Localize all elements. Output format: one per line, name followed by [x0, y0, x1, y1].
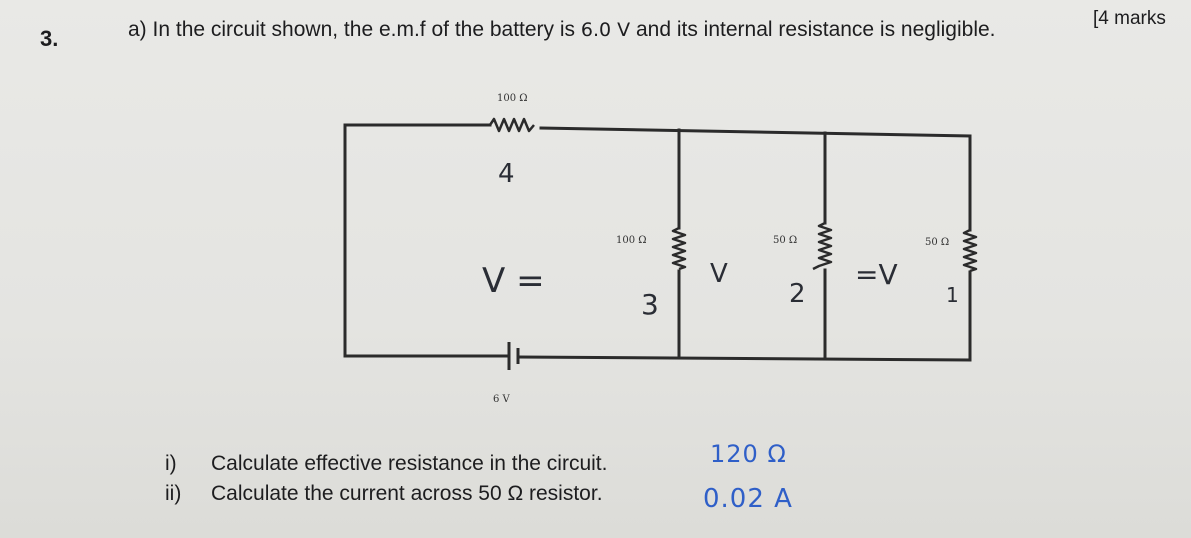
resistor-top [488, 117, 535, 133]
label-battery: 6 V [493, 394, 511, 405]
hw-right-note: =V [855, 258, 898, 291]
part-a-emf: 6.0 V [580, 19, 631, 41]
resistor-branch2 [812, 221, 833, 271]
subquestion-ii: ii) Calculate the current across 50 Ω res… [165, 482, 603, 506]
hw-branch2-current: 2 [789, 279, 806, 309]
part-a-prefix: a) In the circuit shown, the e.m.f of th… [128, 18, 581, 41]
wire-bottom-right [516, 355, 972, 362]
question-part-a: a) In the circuit shown, the e.m.f of th… [128, 18, 996, 42]
subquestion-ii-num: ii) [165, 482, 182, 505]
hw-left-note: V = [482, 261, 545, 301]
part-a-suffix: and its internal resistance is negligibl… [630, 18, 996, 41]
hw-branch1-current: 3 [641, 288, 659, 321]
label-branch2: 50 Ω [773, 235, 797, 246]
battery-icon [507, 342, 520, 370]
marks-label: [4 marks [1093, 8, 1166, 29]
subquestion-i-text: Calculate effective resistance in the ci… [211, 452, 608, 475]
subquestion-i-num: i) [165, 452, 177, 475]
answer-i: 120 Ω [710, 440, 787, 468]
hw-branch3-current: 1 [946, 283, 959, 307]
resistor-branch1 [671, 226, 687, 271]
label-branch3: 50 Ω [925, 237, 949, 248]
answer-ii: 0.02 A [703, 484, 793, 514]
subquestion-i: i) Calculate effective resistance in the … [165, 452, 607, 476]
hw-mid-v: V [710, 259, 728, 289]
wire-top-right [539, 126, 972, 138]
subquestion-ii-text: Calculate the current across 50 Ω resist… [211, 482, 603, 505]
resistor-branch3 [962, 228, 978, 273]
question-number: 3. [40, 26, 59, 51]
hw-top-current: 4 [498, 159, 515, 189]
label-branch1: 100 Ω [616, 235, 647, 246]
label-top-resistor: 100 Ω [497, 93, 528, 104]
